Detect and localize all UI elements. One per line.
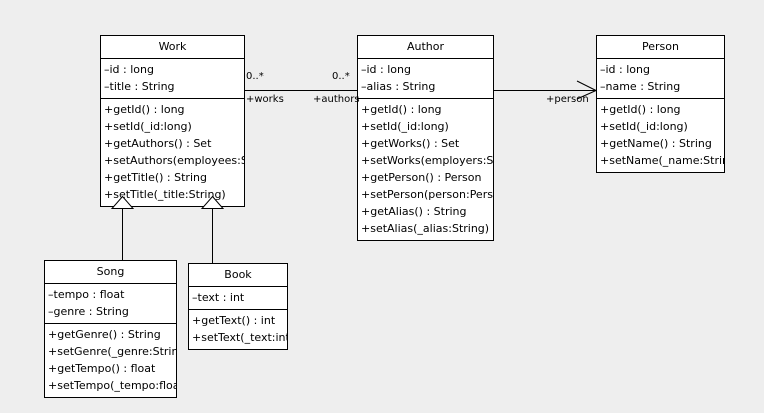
attributes-compartment-person: –id : long –name : String	[597, 59, 724, 99]
generalization-triangle-song	[110, 194, 135, 209]
open-arrow-head-person	[574, 78, 598, 102]
attributes-compartment-author: –id : long –alias : String	[358, 59, 493, 99]
generalization-triangle-book	[200, 194, 225, 209]
attribute-row: –id : long	[600, 63, 650, 76]
uml-class-work[interactable]: Work –id : long –title : String +getId()…	[100, 35, 245, 207]
method-row: +setWorks(employers:Set)	[361, 154, 493, 167]
method-row: +setTempo(_tempo:float)	[48, 379, 176, 392]
method-row: +getWorks() : Set	[361, 137, 460, 150]
attributes-compartment-song: –tempo : float –genre : String	[45, 284, 176, 324]
attributes-compartment-book: –text : int	[189, 287, 287, 310]
method-row: +setAlias(_alias:String)	[361, 222, 490, 235]
method-row: +getText() : int	[192, 314, 276, 327]
generalization-line-song-work	[122, 205, 123, 261]
uml-class-person[interactable]: Person –id : long –name : String +getId(…	[596, 35, 725, 173]
attribute-row: –name : String	[600, 80, 681, 93]
methods-compartment-work: +getId() : long +setId(_id:long) +getAut…	[101, 99, 244, 206]
method-row: +setTitle(_title:String)	[104, 188, 226, 201]
class-title-person: Person	[597, 36, 724, 59]
class-title-book: Book	[189, 264, 287, 287]
methods-compartment-author: +getId() : long +setId(_id:long) +getWor…	[358, 99, 493, 240]
method-row: +getGenre() : String	[48, 328, 161, 341]
role-label-authors: +authors	[313, 94, 360, 105]
role-label-person: +person	[546, 94, 589, 105]
attribute-row: –tempo : float	[48, 288, 125, 301]
method-row: +getTempo() : float	[48, 362, 156, 375]
attribute-row: –genre : String	[48, 305, 129, 318]
method-row: +setId(_id:long)	[600, 120, 688, 133]
generalization-line-book-work	[212, 205, 213, 264]
method-row: +setId(_id:long)	[361, 120, 449, 133]
attribute-row: –alias : String	[361, 80, 436, 93]
role-label-works: +works	[246, 94, 284, 105]
uml-class-song[interactable]: Song –tempo : float –genre : String +get…	[44, 260, 177, 398]
attribute-row: –title : String	[104, 80, 175, 93]
method-row: +getTitle() : String	[104, 171, 207, 184]
method-row: +getAuthors() : Set	[104, 137, 212, 150]
uml-class-book[interactable]: Book –text : int +getText() : int +setTe…	[188, 263, 288, 350]
association-line-author-person	[494, 90, 596, 91]
method-row: +getName() : String	[600, 137, 712, 150]
class-title-song: Song	[45, 261, 176, 284]
class-title-work: Work	[101, 36, 244, 59]
class-title-author: Author	[358, 36, 493, 59]
methods-compartment-book: +getText() : int +setText(_text:int)	[189, 310, 287, 349]
method-row: +getId() : long	[600, 103, 681, 116]
method-row: +setText(_text:int)	[192, 331, 287, 344]
method-row: +getId() : long	[361, 103, 442, 116]
attribute-row: –id : long	[104, 63, 154, 76]
association-line-work-author	[244, 90, 357, 91]
multiplicity-work-end: 0..*	[246, 71, 264, 82]
uml-class-author[interactable]: Author –id : long –alias : String +getId…	[357, 35, 494, 241]
method-row: +setGenre(_genre:String)	[48, 345, 176, 358]
method-row: +setAuthors(employees:Set)	[104, 154, 244, 167]
methods-compartment-person: +getId() : long +setId(_id:long) +getNam…	[597, 99, 724, 172]
method-row: +setPerson(person:Person)	[361, 188, 493, 201]
methods-compartment-song: +getGenre() : String +setGenre(_genre:St…	[45, 324, 176, 397]
method-row: +setName(_name:String)	[600, 154, 724, 167]
attributes-compartment-work: –id : long –title : String	[101, 59, 244, 99]
method-row: +getAlias() : String	[361, 205, 467, 218]
attribute-row: –text : int	[192, 291, 245, 304]
attribute-row: –id : long	[361, 63, 411, 76]
multiplicity-author-end: 0..*	[332, 71, 350, 82]
method-row: +setId(_id:long)	[104, 120, 192, 133]
method-row: +getId() : long	[104, 103, 185, 116]
method-row: +getPerson() : Person	[361, 171, 482, 184]
